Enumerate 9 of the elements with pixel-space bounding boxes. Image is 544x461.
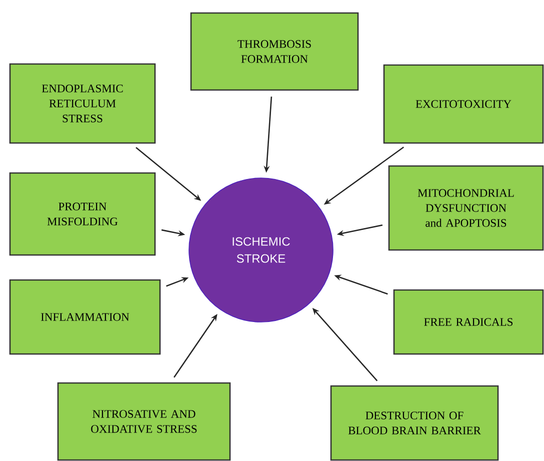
cause-box: THROMBOSIS FORMATION bbox=[190, 12, 359, 91]
cause-box: ENDOPLASMIC RETICULUM STRESS bbox=[9, 63, 156, 144]
cause-box: DESTRUCTION OF BLOOD BRAIN BARRIER bbox=[330, 385, 499, 461]
cause-box: NITROSATIVE AND OXIDATIVE STRESS bbox=[57, 382, 231, 461]
cause-box: EXCITOTOXICITY bbox=[383, 64, 544, 144]
cause-box: FREE RADICALS bbox=[393, 289, 544, 355]
cause-box: MITOCHONDRIAL DYSFUNCTION and APOPTOSIS bbox=[388, 165, 544, 251]
cause-box: PROTEIN MISFOLDING bbox=[9, 172, 156, 256]
cause-box: INFLAMMATION bbox=[9, 279, 161, 355]
